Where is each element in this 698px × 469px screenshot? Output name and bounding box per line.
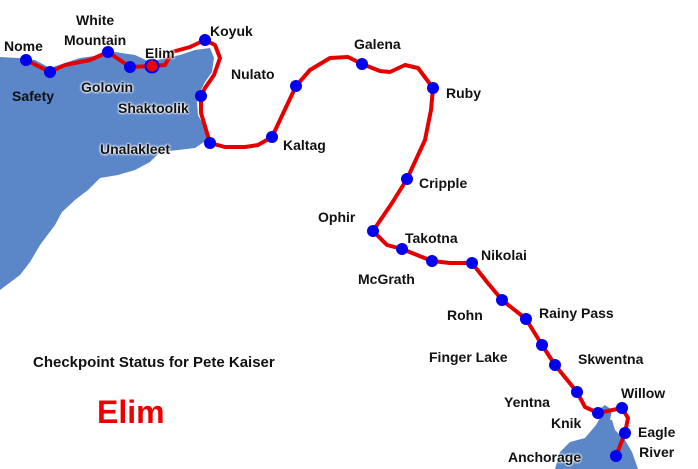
- checkpoint-marker-ruby: [427, 82, 439, 94]
- checkpoint-marker-mcgrath: [426, 255, 438, 267]
- label-ophir: Ophir: [318, 209, 356, 225]
- checkpoint-marker-golovin: [124, 61, 136, 73]
- checkpoint-marker-shaktoolik: [195, 90, 207, 102]
- label-koyuk: Koyuk: [210, 23, 253, 39]
- checkpoint-marker-rainy-pass: [520, 313, 532, 325]
- checkpoint-marker-unalakleet: [204, 137, 216, 149]
- checkpoint-marker-eagle-river: [619, 427, 631, 439]
- checkpoint-marker-ophir: [367, 225, 379, 237]
- checkpoint-markers: [20, 34, 631, 462]
- checkpoint-marker-knik: [592, 407, 604, 419]
- label-takotna: Takotna: [405, 230, 458, 246]
- label-skwentna: Skwentna: [578, 351, 644, 367]
- checkpoint-marker-cripple: [401, 173, 413, 185]
- label-rainy-pass: Rainy Pass: [539, 305, 614, 321]
- label-nikolai: Nikolai: [481, 247, 527, 263]
- checkpoint-marker-willow: [616, 402, 628, 414]
- checkpoint-marker-skwentna: [549, 359, 561, 371]
- label-knik: Knik: [551, 415, 582, 431]
- norton-sound-water: [0, 48, 214, 290]
- label-anchorage: Anchorage: [508, 449, 582, 465]
- checkpoint-marker-safety: [44, 66, 56, 78]
- checkpoint-marker-kaltag: [266, 131, 278, 143]
- label-ruby: Ruby: [446, 85, 481, 101]
- label-unalakleet: Unalakleet: [100, 141, 171, 157]
- label-yentna: Yentna: [504, 394, 550, 410]
- label-golovin: Golovin: [81, 79, 134, 95]
- label-shaktoolik: Shaktoolik: [118, 100, 189, 116]
- status-title: Checkpoint Status for Pete Kaiser: [33, 354, 275, 371]
- label-nulato: Nulato: [231, 66, 275, 82]
- checkpoint-marker-finger-lake: [536, 339, 548, 351]
- label-rohn: Rohn: [447, 307, 483, 323]
- checkpoint-marker-nikolai: [466, 257, 478, 269]
- label-kaltag: Kaltag: [283, 137, 326, 153]
- label-finger-lake: Finger Lake: [429, 349, 508, 365]
- checkpoint-marker-white-mountain: [102, 46, 114, 58]
- label-mcgrath: McGrath: [358, 271, 415, 287]
- checkpoint-marker-galena: [356, 58, 368, 70]
- checkpoint-marker-nome: [20, 54, 32, 66]
- label-eagle-river: Eagle River: [638, 424, 676, 460]
- label-safety: Safety: [12, 88, 55, 104]
- checkpoint-marker-yentna: [571, 386, 583, 398]
- current-checkpoint: Elim: [97, 394, 165, 430]
- label-galena: Galena: [354, 36, 401, 52]
- checkpoint-marker-koyuk: [199, 34, 211, 46]
- checkpoint-marker-anchorage: [610, 450, 622, 462]
- label-cripple: Cripple: [419, 175, 468, 191]
- label-elim: Elim: [145, 45, 175, 61]
- checkpoint-marker-rohn: [496, 294, 508, 306]
- label-willow: Willow: [621, 385, 666, 401]
- label-nome: Nome: [4, 38, 43, 54]
- checkpoint-marker-elim: [144, 58, 160, 74]
- label-white-mountain: White Mountain: [64, 12, 127, 48]
- checkpoint-marker-nulato: [290, 80, 302, 92]
- checkpoint-marker-takotna: [396, 243, 408, 255]
